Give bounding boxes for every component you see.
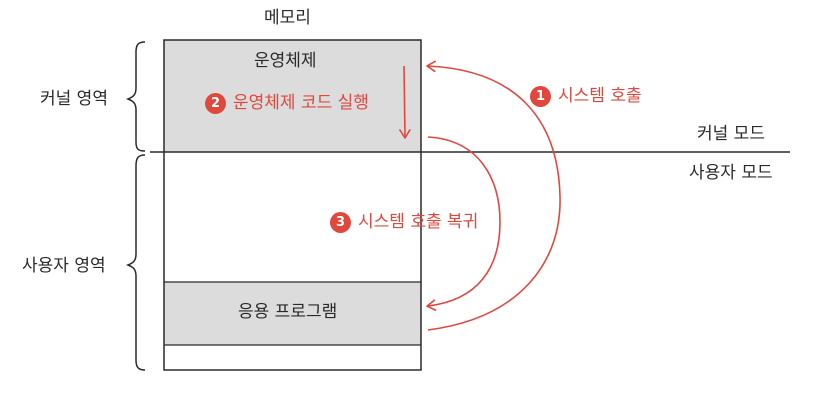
os-code-execution-arrow <box>399 65 411 139</box>
memory-box <box>163 39 422 371</box>
system-call-arrow <box>426 60 561 331</box>
step-3-badge: 3 <box>330 212 351 233</box>
user-area-brace <box>125 154 146 371</box>
app-block <box>164 282 421 345</box>
user-mode-label: 사용자 모드 <box>689 163 773 183</box>
step-2-label: 운영체제 코드 실행 <box>233 93 369 113</box>
step-1-label: 시스템 호출 <box>558 86 642 106</box>
kernel-area-brace <box>125 41 146 152</box>
system-call-return-arrow <box>426 136 501 311</box>
app-block-label: 응용 프로그램 <box>238 302 338 322</box>
kernel-mode-label: 커널 모드 <box>697 124 765 144</box>
memory-title: 메모리 <box>264 8 311 28</box>
step-3-label: 시스템 호출 복귀 <box>358 212 479 232</box>
user-area-label: 사용자 영역 <box>22 256 106 276</box>
os-block-label: 운영체제 <box>254 51 317 71</box>
kernel-area-label: 커널 영역 <box>40 89 108 109</box>
step-1-badge: 1 <box>530 86 551 107</box>
step-2-badge: 2 <box>205 93 226 114</box>
